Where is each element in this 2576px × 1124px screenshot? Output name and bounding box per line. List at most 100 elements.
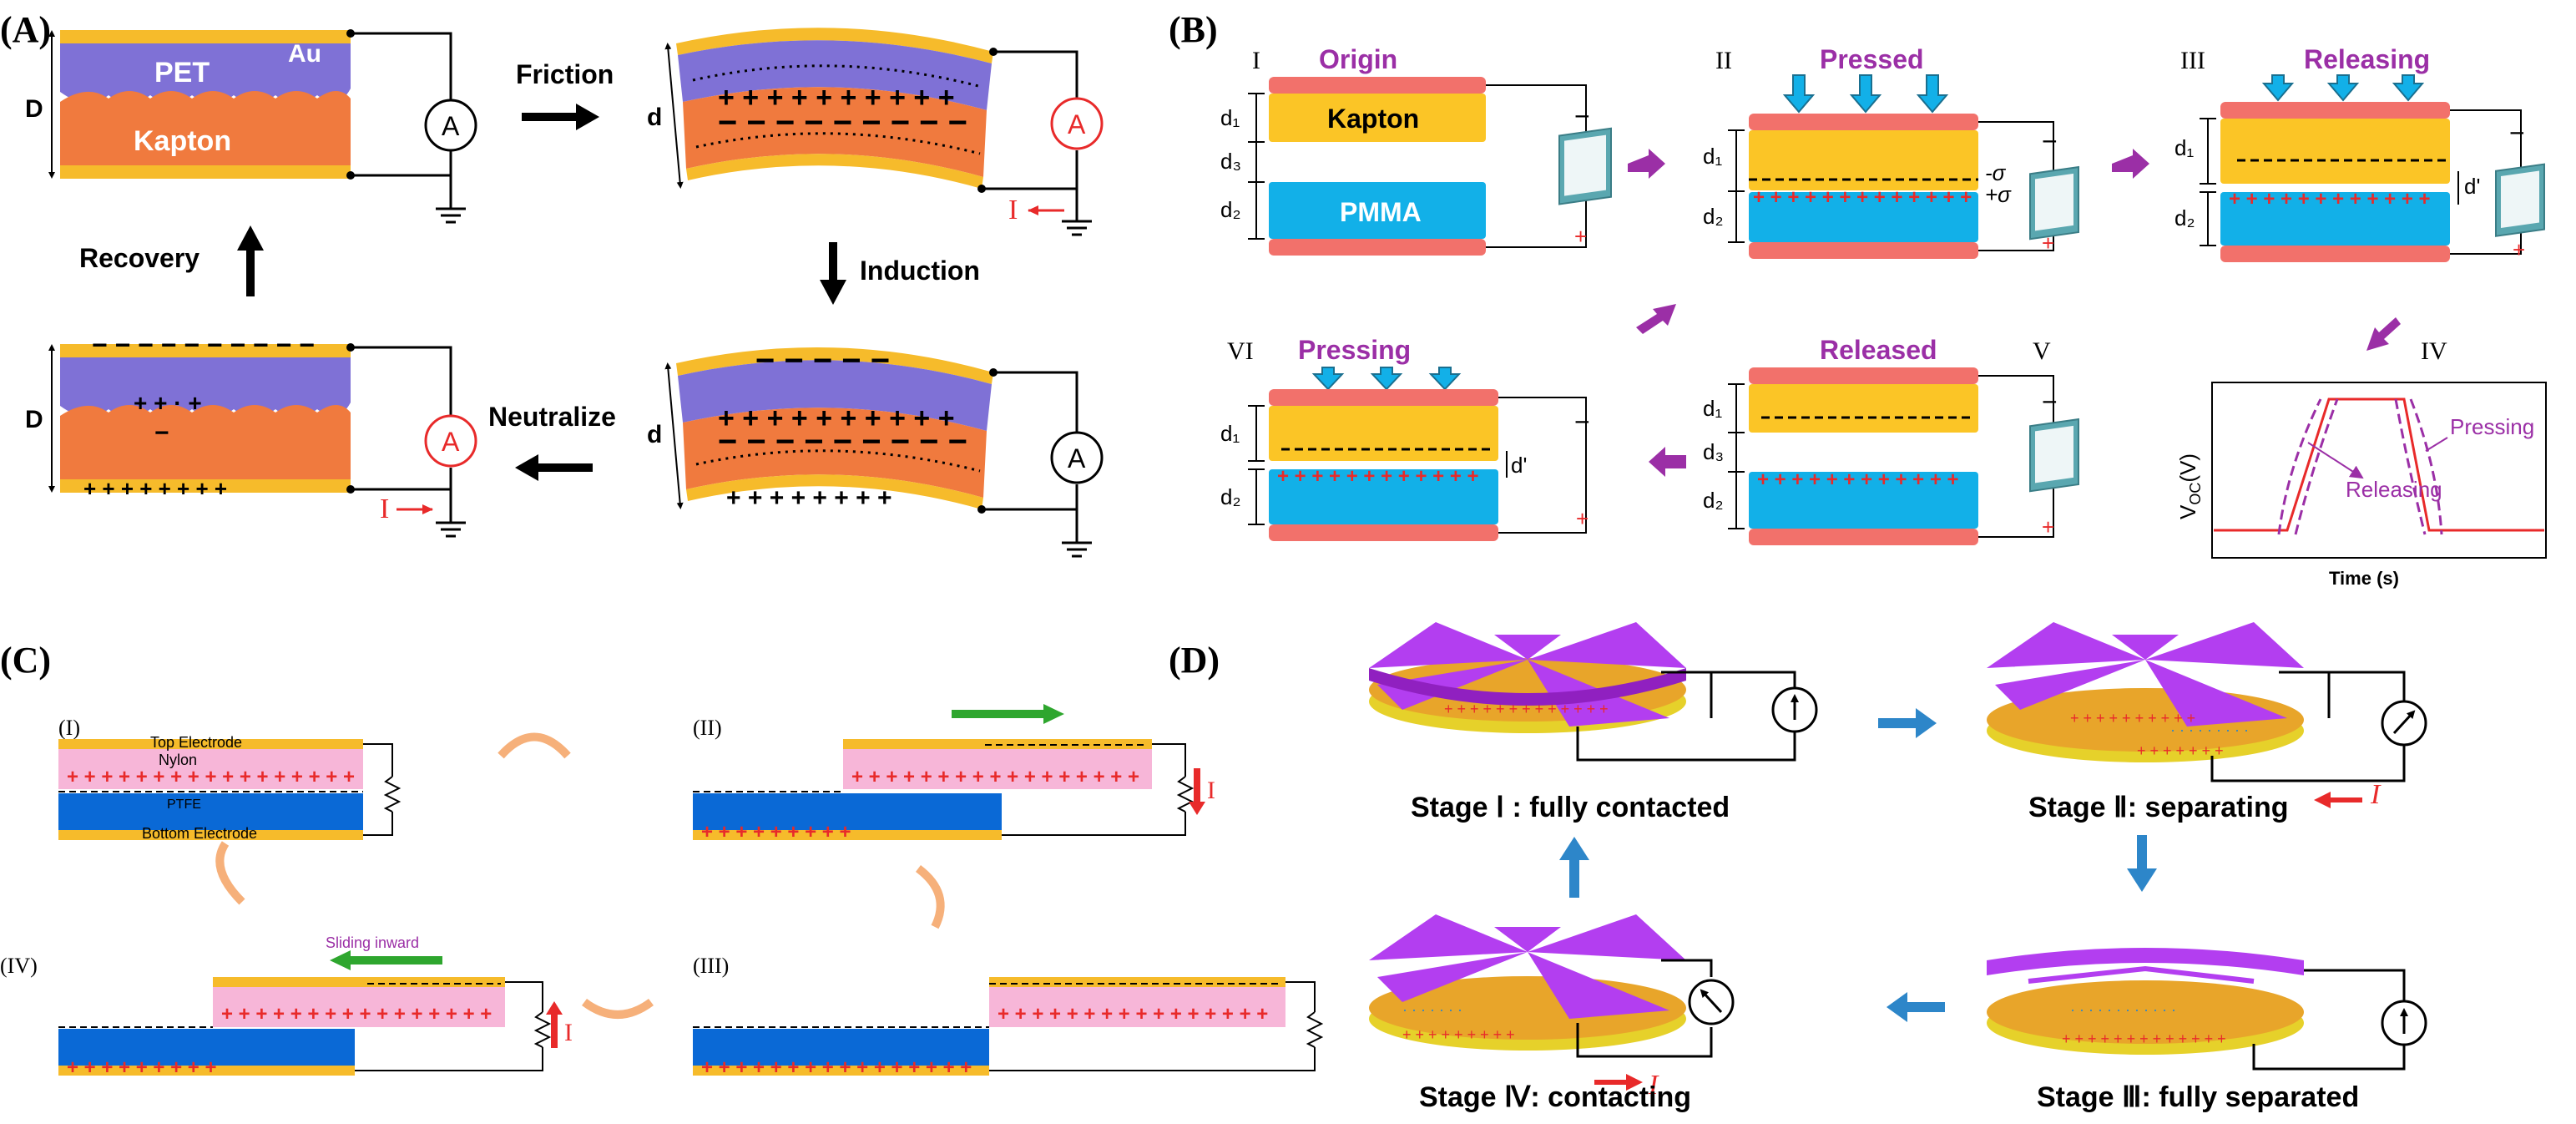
svg-text:− − − − − − − − −: − − − − − − − − −: [718, 423, 967, 460]
svg-text:(IV): (IV): [0, 954, 38, 978]
svg-text:Pressing: Pressing: [1298, 335, 1411, 365]
svg-text:+: +: [2042, 230, 2054, 256]
ammeter-active: [424, 414, 477, 468]
svg-text:Pressing: Pressing: [2450, 414, 2534, 439]
svg-text:d': d': [1511, 453, 1527, 478]
svg-text:(II): (II): [693, 716, 722, 740]
svg-text:−: −: [2042, 126, 2058, 156]
svg-text:+: +: [2513, 237, 2525, 262]
panel-c-label: (C): [0, 640, 51, 681]
svg-text:d: d: [647, 421, 662, 448]
induction-label: Induction: [860, 256, 980, 286]
transition-arrow: [2112, 149, 2149, 179]
svg-text:d₂: d₂: [1703, 488, 1724, 513]
svg-text:+ + · +: + + · +: [134, 390, 202, 416]
svg-text:+ + + + + + + + + + + + + + +: + + + + + + + + + + + + + + + +: [221, 1003, 492, 1025]
svg-text:III: III: [2180, 47, 2205, 74]
sliding-stage-iii: (III) + + + + + + + + + + + + + + + + + …: [693, 954, 1324, 1079]
svg-text:d₁: d₁: [1220, 421, 1240, 446]
svg-text:Kapton: Kapton: [1327, 104, 1419, 134]
panel-c: (C) (I) + + + + + + + + + + + + + + + + …: [0, 640, 1324, 1079]
svg-text:+ + + + + + + + + +: + + + + + + + + + +: [2070, 710, 2195, 727]
svg-text:VOC(V): VOC(V): [2175, 453, 2204, 519]
svg-text:−: −: [1574, 101, 1590, 131]
ground-icon: [1062, 220, 1092, 236]
transition-arrow: [1636, 304, 1676, 334]
svg-text:+ + + + + + + + + +: + + + + + + + + + +: [718, 403, 955, 434]
bottom-electrode-au: [60, 165, 351, 179]
stage3-label: Stage Ⅲ: fully separated: [2037, 1081, 2359, 1113]
svg-text:II: II: [1715, 47, 1732, 74]
svg-text:Releasing: Releasing: [2346, 477, 2442, 502]
current-arrow: [1194, 768, 1200, 802]
svg-text:+ + + + + + + + + + + + + + +: + + + + + + + + + + + + + + + +: [701, 1056, 972, 1079]
svg-text:+ + + + + + +: + + + + + + +: [2137, 742, 2224, 759]
svg-text:A: A: [442, 111, 460, 141]
stage-releasing: III Releasing + + + + + + + + + + + + d₁…: [2174, 44, 2545, 262]
panel-a-state-initial: PET Au Kapton D A: [25, 29, 477, 224]
svg-text:+ + + + + + + + + + + + + + +: + + + + + + + + + + + + + + + + +: [851, 766, 1139, 788]
friction-arrow: [522, 104, 599, 130]
thickness-D-label: D: [25, 95, 43, 123]
transition-arrow: [1649, 447, 1686, 477]
pet-label: PET: [154, 57, 210, 89]
svg-text:Releasing: Releasing: [2304, 44, 2430, 74]
svg-text:−: −: [2509, 118, 2525, 148]
svg-text:+ + + + + + + + + + + +: + + + + + + + + + + + +: [1757, 468, 1959, 491]
svg-text:d₁: d₁: [1703, 144, 1722, 169]
svg-text:+ + + + + + + + + + + +: + + + + + + + + + + + +: [2229, 188, 2431, 210]
transition-arrow: [1628, 149, 1665, 179]
svg-text:· · · · · · · · · · · ·: · · · · · · · · · · · ·: [2070, 1001, 2176, 1018]
induction-arrow: [820, 242, 846, 305]
svg-text:+ + + + + + + + +: + + + + + + + + +: [701, 821, 851, 843]
svg-text:+: +: [2042, 514, 2054, 539]
svg-text:VI: VI: [1227, 337, 1254, 365]
svg-text:+ + + + + + + + + +: + + + + + + + + + +: [718, 82, 955, 114]
kapton-label: Kapton: [134, 125, 231, 157]
stage2-label: Stage Ⅱ: separating: [2028, 792, 2288, 823]
svg-text:+: +: [1576, 506, 1589, 531]
stage-released: V Released + + + + + + + + + + + + d₁ d₃…: [1703, 335, 2079, 545]
kapton-layer: [60, 91, 351, 165]
svg-text:+ + + + + + + + + + + + + + +: + + + + + + + + + + + + + + + +: [998, 1003, 1268, 1025]
svg-text:+ + + + + + + + + + + + +: + + + + + + + + + + + + +: [1444, 701, 1609, 717]
svg-text:+ + + + + + + + +: + + + + + + + + +: [1402, 1026, 1515, 1043]
recovery-arrow: [237, 225, 264, 296]
stage-iv-plot: IV VOC(V) Time (s) Pressing Releasing: [2175, 337, 2547, 589]
panel-a-state-friction: + + + + + + + + + + − − − − − − − − − d …: [647, 28, 1104, 236]
svg-text:+: +: [1574, 224, 1587, 249]
voltmeter-icon: [1558, 127, 1612, 205]
svg-text:Sliding inward: Sliding inward: [326, 934, 419, 951]
svg-text:− − − − − − − − −: − − − − − − − − −: [718, 104, 967, 141]
svg-text:−: −: [1574, 407, 1590, 437]
svg-text:PTFE: PTFE: [167, 797, 201, 812]
stage-arrow: [2127, 835, 2157, 892]
svg-text:V: V: [2033, 337, 2051, 365]
svg-text:A: A: [1068, 443, 1086, 473]
disc-stage-iv: · · · · · · · + + + + + + + + + I Stage …: [1369, 914, 1735, 1113]
svg-text:I: I: [2370, 779, 2382, 810]
top-electrode-au: [60, 30, 351, 43]
stage4-label: Stage Ⅳ: contacting: [1419, 1081, 1691, 1113]
svg-text:+ + + + + + + + + + + + + + +: + + + + + + + + + + + + + + + + +: [67, 766, 355, 788]
panel-a-label: (A): [0, 9, 51, 50]
cycle-arrow: [915, 865, 945, 929]
svg-text:A: A: [442, 427, 460, 457]
panel-a-state-induction: − − − − − + + + + + + + + + + − − − − − …: [647, 342, 1104, 558]
svg-text:I: I: [380, 494, 389, 524]
svg-text:I: I: [1008, 195, 1018, 225]
stage-arrow: [1887, 992, 1945, 1022]
svg-text:· · · · · · ·: · · · · · · ·: [1402, 1001, 1462, 1018]
disc-stage-ii: + + + + + + + + + + · · · · · · · · · + …: [1987, 622, 2427, 823]
ground-icon: [436, 207, 466, 224]
pet-layer: [60, 43, 351, 104]
svg-text:− − − − −: − − − − −: [755, 342, 890, 379]
svg-text:Nylon: Nylon: [159, 752, 197, 768]
sliding-stage-ii: (II) + + + + + + + + + + + + + + + + + +…: [693, 704, 1215, 843]
ammeter: [424, 99, 477, 152]
voltmeter-icon: [2495, 163, 2545, 237]
svg-text:d': d': [2464, 174, 2480, 199]
neutralize-label: Neutralize: [488, 402, 616, 432]
panel-d: (D) + + + + + + + + + + + + + Stage Ⅰ : …: [1169, 622, 2427, 1113]
svg-text:(I): (I): [58, 716, 80, 740]
